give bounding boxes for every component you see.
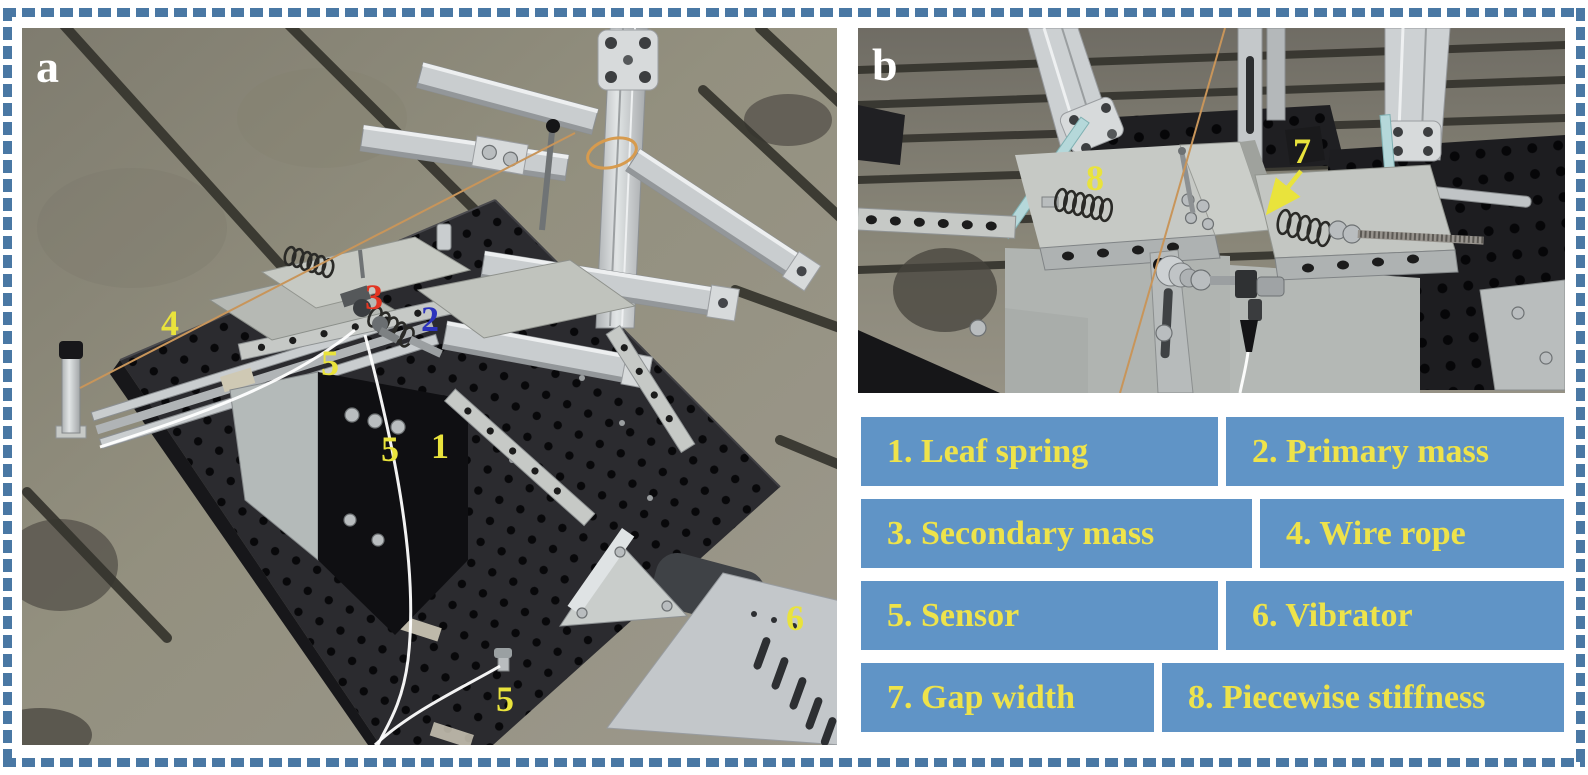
annotation-1-leaf-spring: 1 <box>431 426 449 466</box>
right-angle-sensor-connector <box>1235 270 1285 393</box>
annotation-5-sensor: 5 <box>321 343 339 383</box>
rubber-band <box>586 136 638 170</box>
extrusion-top-right <box>1384 28 1451 162</box>
annotation-7-gap-width: 7 <box>1293 131 1311 171</box>
annotation-2-primary-mass: 2 <box>421 299 439 339</box>
drilled-bar <box>605 325 696 454</box>
beam-upper-right <box>625 148 822 292</box>
mass-assembly <box>208 236 637 635</box>
floor-grooves <box>22 28 837 643</box>
vertical-slot-bar <box>1149 249 1194 393</box>
figure-border-right <box>1576 8 1585 767</box>
legend-item-sensor: 5. Sensor <box>861 581 1218 650</box>
leaf-spring-block <box>318 372 468 635</box>
bolt-washer-stack <box>1153 255 1236 291</box>
figure-border-top <box>3 8 1585 17</box>
legend-item-vibrator: 6. Vibrator <box>1226 581 1564 650</box>
annotation-8-piecewise-stiffness: 8 <box>1086 158 1104 198</box>
legend-item-label: 5. Sensor <box>887 596 1020 634</box>
vibrator-slots <box>751 611 837 745</box>
corner-bracket-plate <box>1479 279 1565 391</box>
front-block-right <box>1230 265 1420 393</box>
legend-item-label: 8. Piecewise stiffness <box>1188 678 1486 716</box>
legend-item-label: 2. Primary mass <box>1252 432 1490 470</box>
left-mass-plate <box>1015 145 1215 248</box>
legend-item-secondary-mass: 3. Secondary mass <box>861 499 1252 568</box>
floor-stain <box>22 708 92 745</box>
wire-rope <box>1119 28 1226 393</box>
figure-border-left <box>3 8 12 767</box>
vertical-column <box>595 28 649 329</box>
extrusion-cross-section <box>597 29 659 91</box>
wire-rope <box>79 132 576 389</box>
panel-b-photo: b 8 7 <box>858 28 1565 393</box>
legend-item-gap-width: 7. Gap width <box>861 663 1154 732</box>
legend-item-label: 4. Wire rope <box>1286 514 1466 552</box>
vertical-rod <box>539 131 555 231</box>
secondary-mass-plate <box>260 236 472 309</box>
gap-width-arrow-icon <box>1265 169 1303 216</box>
sensor-cables <box>99 328 501 745</box>
post-cap <box>59 341 83 359</box>
thin-rod <box>1179 152 1196 214</box>
panel-b-label: b <box>872 39 898 90</box>
block-assembly <box>969 140 1459 393</box>
masking-tape <box>219 367 256 393</box>
annotation-3-secondary-mass: 3 <box>365 277 383 317</box>
annotation-4-wire-rope: 4 <box>161 303 179 343</box>
drilled-bar <box>443 388 596 527</box>
panel-a-label: a <box>36 41 59 92</box>
legend-item-wire-rope: 4. Wire rope <box>1260 499 1564 568</box>
sensor-probe <box>1240 320 1258 352</box>
legend-item-label: 6. Vibrator <box>1252 596 1413 634</box>
right-mass-plate <box>1254 164 1456 259</box>
legend-item-primary-mass: 2. Primary mass <box>1226 417 1564 486</box>
drilled-bar <box>858 207 1017 239</box>
primary-mass-plate <box>416 259 637 339</box>
legend-item-label: 7. Gap width <box>887 678 1075 716</box>
legend-item-label: 1. Leaf spring <box>887 432 1089 470</box>
annotation-6-vibrator: 6 <box>786 598 804 638</box>
extrusion-top-left <box>1027 28 1124 154</box>
legend-item-piecewise-stiffness: 8. Piecewise stiffness <box>1162 663 1564 732</box>
panel-a-photo: a 4 3 2 5 5 1 5 6 <box>22 28 837 745</box>
rod-cap <box>546 119 560 133</box>
vibrator <box>559 528 837 745</box>
floor-stain <box>893 248 997 332</box>
legend-item-label: 3. Secondary mass <box>887 514 1155 552</box>
cylinder-standoff <box>436 223 452 251</box>
annotation-5-sensor: 5 <box>381 429 399 469</box>
swivel-clamp <box>340 285 400 344</box>
masking-tape <box>429 722 474 745</box>
annotation-5-sensor: 5 <box>496 679 514 719</box>
sensor-bolt <box>494 648 512 672</box>
sensor-cable <box>1238 351 1250 393</box>
vibrator-housing <box>606 572 837 745</box>
floor-stain <box>22 519 118 611</box>
screw-pin <box>358 249 365 279</box>
legend-item-leaf-spring: 1. Leaf spring <box>861 417 1218 486</box>
piecewise-stiffness-spring-left <box>1041 187 1114 223</box>
piecewise-stiffness-spring-right <box>1276 208 1485 248</box>
floor-stain <box>744 94 832 146</box>
figure-border-bottom <box>3 758 1585 767</box>
threaded-rod <box>1357 230 1484 245</box>
black-clamp <box>1285 126 1325 165</box>
